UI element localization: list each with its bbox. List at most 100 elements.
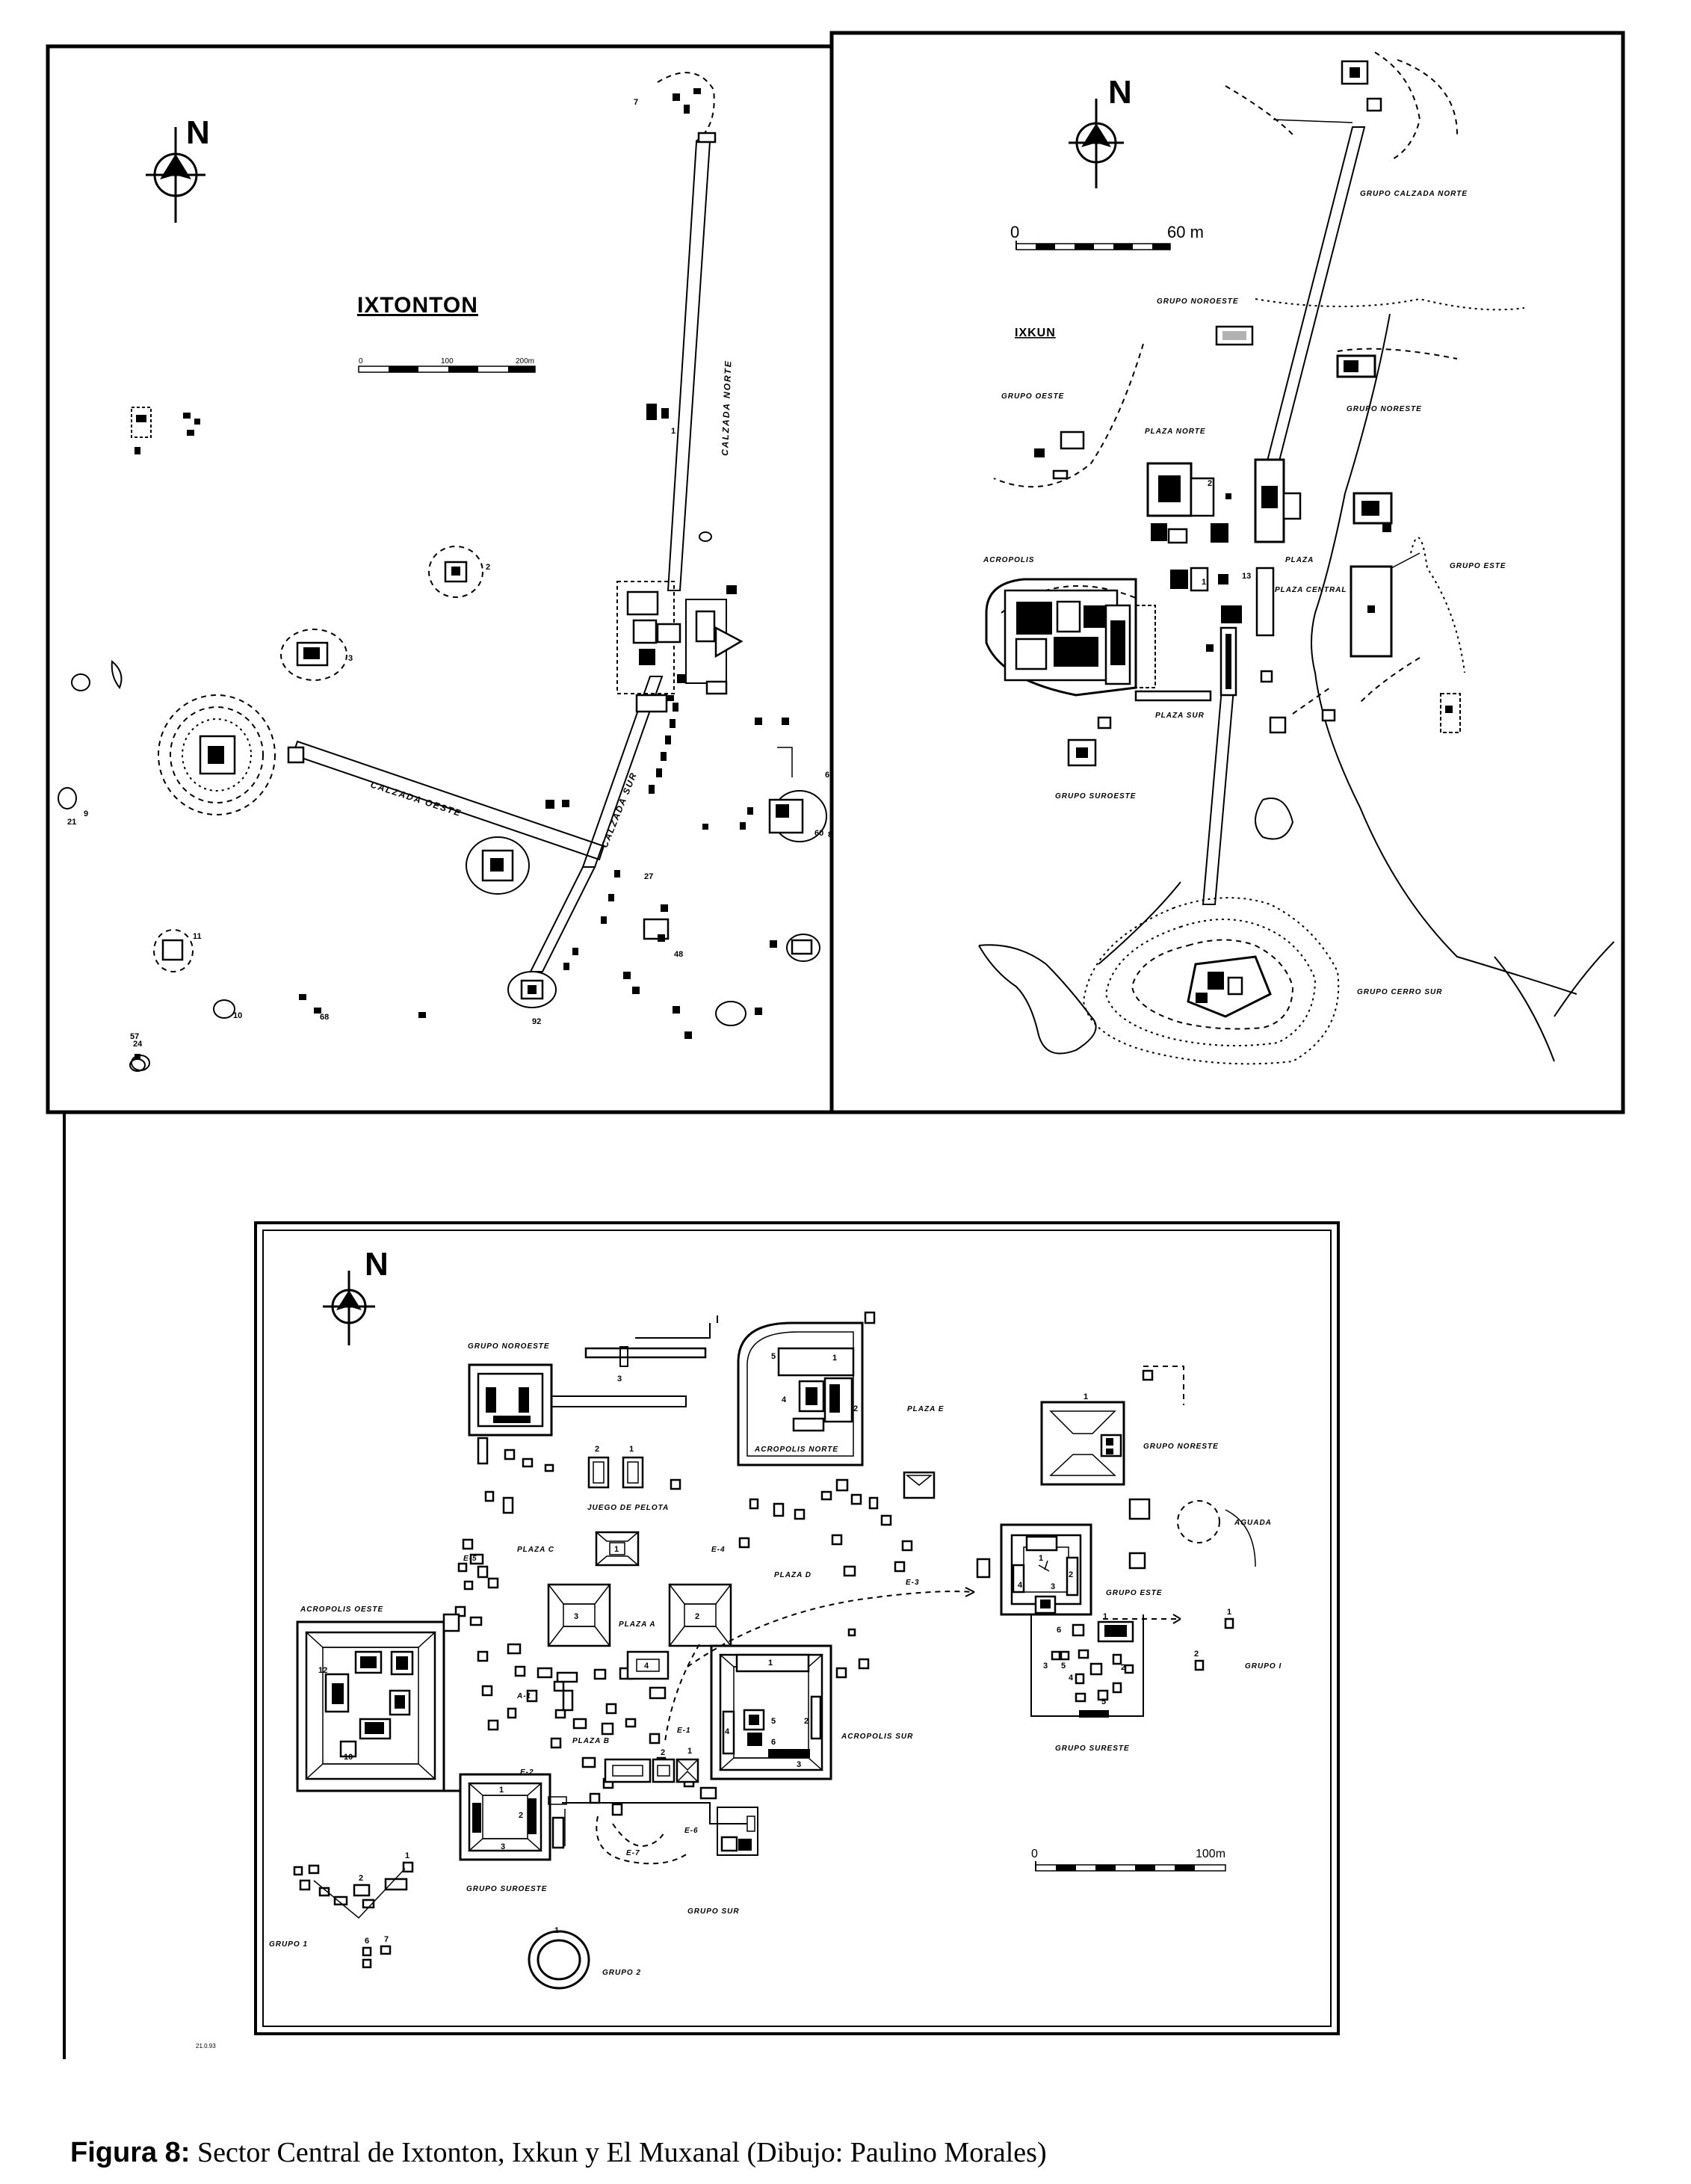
structure-number: 4 (644, 1662, 649, 1671)
structure-number: 1 (687, 1747, 692, 1756)
structure-number: 2 (595, 1445, 599, 1454)
plaza-b-structures: 2 1 (562, 1747, 747, 1846)
structure-number: 3 (348, 654, 353, 663)
north-arrow: N (323, 1246, 389, 1345)
code-e6: E-6 (684, 1827, 699, 1835)
causeway-west (291, 740, 605, 861)
structure-number: 4 (725, 1727, 730, 1736)
structure-number: 5 (1061, 1662, 1066, 1671)
causeway-south-b (529, 866, 596, 972)
group-south-end: 92 (507, 971, 557, 1026)
map-muxanal: N 0 100m 3 (196, 1221, 1340, 2049)
structure-number: 7 (634, 98, 638, 107)
structure-number: 1 (614, 1545, 619, 1554)
group-calzada-norte-ixkun (1225, 52, 1458, 161)
label-grupo-este: GRUPO ESTE (1450, 562, 1506, 570)
group-este-muxanal: 1 2 4 3 (976, 1523, 1092, 1616)
structure-number: 2 (804, 1717, 809, 1726)
structure-number: 4 (1069, 1674, 1074, 1682)
structure-number: 1 (1039, 1554, 1043, 1563)
label-grupo-calzada-norte: GRUPO CALZADA NORTE (1360, 190, 1468, 198)
structure-number: 92 (532, 1017, 541, 1026)
dashed-paths (664, 1509, 1256, 1742)
structure-number: 1 (554, 1926, 559, 1935)
code-a1: A-1 (516, 1692, 531, 1700)
south-mounds: 27 (563, 703, 678, 970)
label-grupo-i: GRUPO I (1245, 1662, 1282, 1671)
label-grupo-noroeste: GRUPO NOROESTE (468, 1342, 550, 1351)
structure-number: 1 (832, 1354, 837, 1363)
group-calzada-oeste-mid (466, 836, 530, 895)
structure-number: 2 (661, 1748, 665, 1757)
structure-number: 8 (828, 830, 832, 839)
group-noreste-muxanal: 1 (903, 1366, 1184, 1499)
caption-label: Figura 8: (70, 2137, 191, 2168)
structure-number: 3 (1043, 1662, 1048, 1671)
label-grupo-noroeste: GRUPO NOROESTE (1157, 297, 1239, 306)
label-grupo-cerro-sur: GRUPO CERRO SUR (1357, 988, 1442, 996)
scattered-groups-ixtonton: 1 2 3 21 11 10 68 24 (58, 404, 827, 1072)
north-label: N (1108, 74, 1132, 111)
structure-number: 9 (84, 809, 88, 818)
label-plaza-e: PLAZA E (907, 1405, 944, 1413)
structure-number: 24 (133, 1040, 143, 1049)
label-plaza-b: PLAZA B (572, 1737, 610, 1745)
structure-number: 68 (320, 1013, 329, 1022)
label-acropolis-sur: ACROPOLIS SUR (841, 1733, 913, 1741)
map-title: IXKUN (1015, 327, 1056, 339)
structure-number: 1 (629, 1445, 634, 1454)
north-label: N (186, 114, 210, 151)
map-ixtonton: N IXTONTON 0 100 200m 7 (58, 72, 832, 1072)
label-grupo-noreste: GRUPO NORESTE (1347, 405, 1422, 413)
structure-number: 21 (67, 818, 76, 827)
code-e2: E-2 (520, 1768, 534, 1777)
structure-number: 10 (233, 1011, 242, 1020)
code-e1: E-1 (677, 1727, 691, 1735)
label-grupo-noreste: GRUPO NORESTE (1143, 1443, 1219, 1451)
plaza-a-pyramids: 1 3 2 4 (547, 1531, 732, 1680)
acropolis-oeste: 12 10 (296, 1613, 460, 1792)
structure-number: 6 (825, 771, 829, 780)
label-calzada-norte: CALZADA NORTE (720, 360, 733, 456)
label-aguada: AGUADA (1234, 1519, 1272, 1527)
label-grupo-este: GRUPO ESTE (1106, 1589, 1163, 1597)
map-title: IXTONTON (357, 293, 478, 318)
label-juego-de-pelota: JUEGO DE PELOTA (587, 1504, 669, 1512)
label-calzada-oeste: CALZADA OESTE (369, 780, 463, 819)
label-plaza-norte: PLAZA NORTE (1145, 428, 1206, 436)
structure-number: 2 (1121, 1663, 1125, 1672)
figure-caption: Figura 8: Sector Central de Ixtonton, Ix… (70, 2136, 1639, 2169)
structure-number: 2 (695, 1612, 699, 1621)
structure-number: 3 (797, 1760, 801, 1769)
structure-number: 1 (768, 1659, 773, 1668)
central-complex-ixtonton (616, 581, 744, 713)
outer-groups-ixkun (1034, 325, 1461, 767)
structure-number: 10 (344, 1753, 353, 1762)
structure-number: 7 (384, 1935, 389, 1944)
figure-frame (46, 31, 1625, 2059)
group-north-ixtonton: 7 (634, 72, 717, 144)
terrain-contours (978, 297, 1615, 1065)
structure-number: 1 (1202, 578, 1206, 587)
label-acropolis-norte: ACROPOLIS NORTE (754, 1446, 838, 1454)
scale-label-60: 60 m (1167, 223, 1204, 241)
causeway-north (1261, 126, 1366, 479)
scale-label-0: 0 (359, 357, 363, 365)
scale-bar: 0 100m (1031, 1848, 1226, 1872)
acropolis-norte: 5 1 4 2 (737, 1311, 876, 1466)
label-plaza-sur: PLAZA SUR (1155, 712, 1205, 720)
juego-de-pelota: 2 1 (587, 1445, 644, 1489)
label-plaza-d: PLAZA D (774, 1571, 812, 1579)
structure-number: 1 (1103, 1612, 1107, 1621)
north-arrow: N (1069, 74, 1132, 188)
structure-number: 6 (771, 1738, 776, 1747)
structure-number: 2 (1069, 1570, 1073, 1579)
north-arrow: N (146, 114, 210, 223)
label-plaza-c: PLAZA C (517, 1546, 554, 1554)
causeway-north (667, 141, 711, 591)
structure-number: 2 (359, 1874, 363, 1883)
structure-number: 2 (486, 563, 490, 572)
label-plaza-central: PLAZA CENTRAL (1275, 586, 1347, 594)
scale-bar: 0 100 200m (358, 357, 536, 373)
structure-number: 1 (1227, 1608, 1231, 1617)
